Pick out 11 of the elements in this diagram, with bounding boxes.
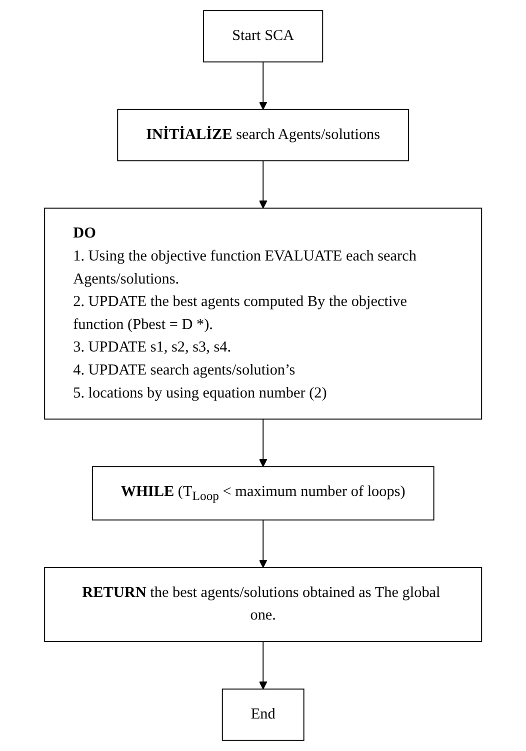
node-box: DO 1. Using the objective function EVALUATE each search Agents/solutions. 2. UPDATE the best agents computed By the objective function (Pbest = D *). 3. UPDATE s1, s2, s3, s4. 4. UPDATE search agents/solution’s 5. locations by using equation number (2) — [44, 208, 482, 420]
arrow — [258, 160, 268, 209]
arrow — [258, 641, 268, 690]
node-box: RETURN the best agents/solutions obtained as The global one. — [44, 567, 482, 642]
arrow — [258, 61, 268, 110]
arrow — [258, 520, 268, 568]
arrow — [258, 418, 268, 467]
node-box: INİTİALİZE search Agents/solutions — [117, 108, 409, 162]
node-box: Start SCA — [202, 10, 324, 62]
node-box: End — [222, 688, 304, 741]
node-box: WHILE (T$_{Loop}$ < maximum number of loops) — [92, 466, 434, 520]
